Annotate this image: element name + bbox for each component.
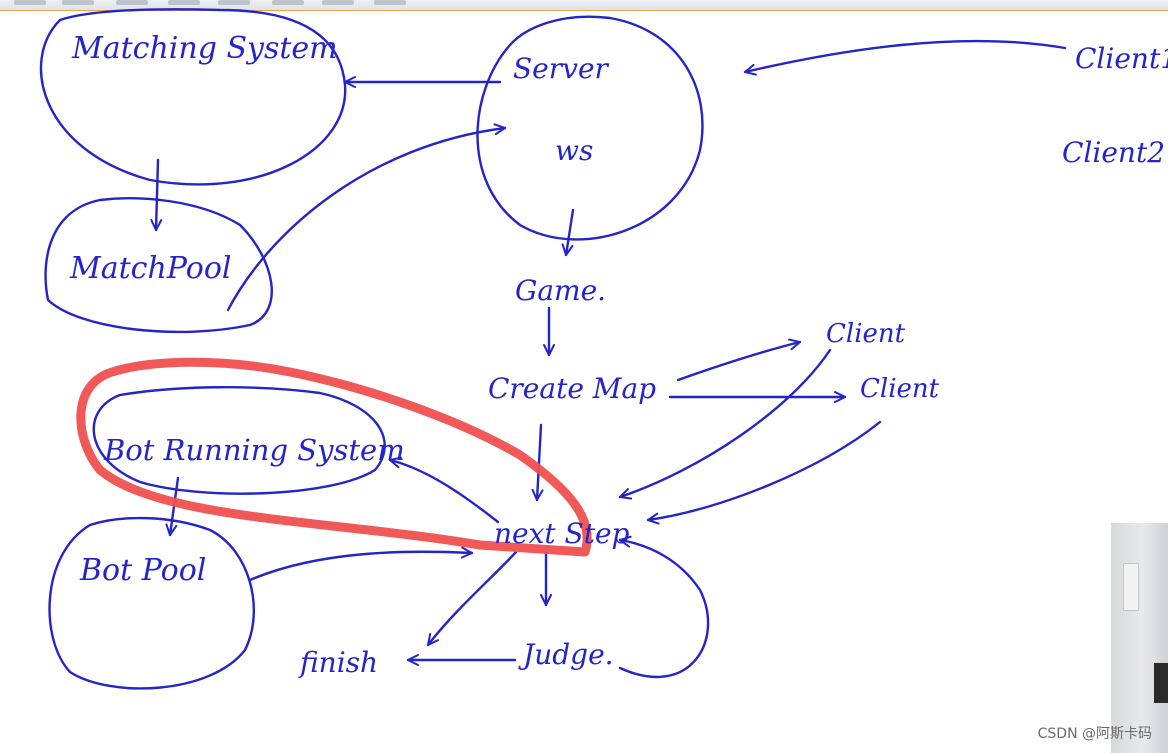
- label-matching-system: Matching System: [71, 31, 338, 66]
- matchpool-ellipse: [44, 197, 273, 334]
- menu-item[interactable]: [218, 0, 250, 5]
- matching-system-ellipse: [39, 8, 347, 186]
- server-circle: [476, 15, 704, 241]
- webcam-overlay: [1111, 523, 1168, 753]
- label-next-step: next Step: [494, 517, 630, 550]
- label-create-map: Create Map: [488, 372, 656, 405]
- arrow-judge-loop-to-next-step: [620, 540, 710, 679]
- label-finish: finish: [298, 646, 378, 679]
- highlight-loop: [76, 357, 592, 557]
- dark-object: [1154, 663, 1168, 703]
- label-matchpool: MatchPool: [69, 251, 231, 286]
- bot-pool-ellipse: [48, 516, 256, 690]
- label-ws: ws: [555, 134, 593, 167]
- bot-running-system-ellipse: [92, 386, 386, 495]
- arrow-bot-pool-to-next-step: [248, 552, 472, 582]
- arrow-client-a-to-next-step: [620, 348, 832, 497]
- arrow-client-b-to-next-step: [648, 420, 882, 520]
- label-client-a: Client: [826, 319, 906, 349]
- menu-item[interactable]: [272, 0, 304, 5]
- label-judge: Judge.: [518, 638, 614, 671]
- arrow-client1-to-server: [745, 39, 1067, 72]
- label-server: Server: [513, 52, 610, 85]
- label-game: Game.: [515, 274, 606, 307]
- arrow-create-map-to-next-step: [537, 423, 541, 500]
- arrow-create-map-to-client-a: [676, 342, 800, 382]
- label-bot-pool: Bot Pool: [79, 553, 206, 588]
- arrow-next-step-to-bot-running-system: [390, 460, 500, 524]
- arrow-next-step-to-finish: [428, 550, 518, 645]
- menu-item[interactable]: [322, 0, 354, 5]
- menu-item[interactable]: [116, 0, 148, 5]
- label-bot-running-system: Bot Running System: [103, 433, 405, 467]
- label-client1: Client1: [1075, 42, 1168, 75]
- arrow-server-to-game: [566, 208, 575, 255]
- label-client-b: Client: [860, 374, 940, 404]
- wall-switch: [1123, 563, 1139, 611]
- menu-item[interactable]: [62, 0, 94, 5]
- menu-item[interactable]: [168, 0, 200, 5]
- label-client2: Client2: [1062, 136, 1165, 169]
- arrow-matchpool-to-server: [226, 128, 505, 312]
- menu-item[interactable]: [14, 0, 46, 5]
- menu-item[interactable]: [374, 0, 406, 5]
- app-menu-bar: [0, 0, 1168, 11]
- arrow-matching-system-to-matchpool: [156, 158, 158, 232]
- csdn-watermark: CSDN @阿斯卡码: [1037, 726, 1152, 742]
